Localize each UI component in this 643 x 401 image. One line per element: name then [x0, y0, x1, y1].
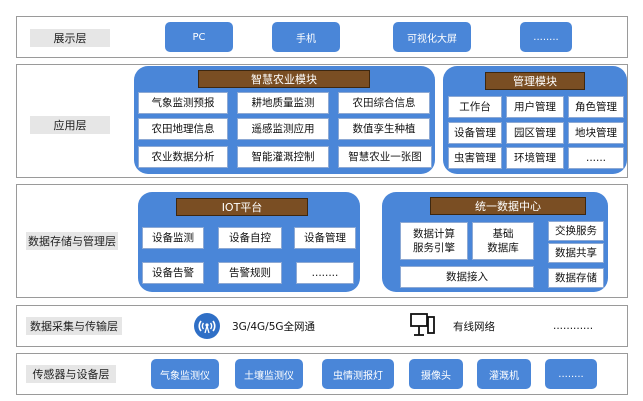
wired-network-icon — [409, 311, 437, 339]
management-cell: 设备管理 — [448, 122, 502, 144]
transport-more: ............ — [553, 320, 594, 332]
sensor-layer-label: 传感器与设备层 — [26, 365, 116, 383]
smart-agri-cell: 气象监测预报 — [138, 92, 228, 114]
data-compute-engine: 数据计算 服务引擎 — [400, 222, 468, 260]
management-title: 管理模块 — [485, 72, 585, 90]
wired-network-label: 有线网络 — [453, 320, 495, 333]
iot-cell: 设备告警 — [142, 262, 204, 284]
management-cell: ...... — [568, 147, 624, 169]
sensor-item: 摄像头 — [409, 359, 463, 389]
management-cell: 工作台 — [448, 96, 502, 118]
smart-agri-title: 智慧农业模块 — [198, 70, 370, 88]
smart-agri-cell: 智能灌溉控制 — [237, 146, 329, 168]
data-center-title: 统一数据中心 — [430, 197, 586, 215]
smart-agri-cell: 农业数据分析 — [138, 146, 228, 168]
sensor-item: 灌溉机 — [477, 359, 531, 389]
wireless-signal-icon — [193, 312, 221, 340]
sensor-item: 虫情测报灯 — [322, 359, 394, 389]
sensor-item: 土壤监测仪 — [235, 359, 303, 389]
management-cell: 园区管理 — [506, 122, 564, 144]
smart-agri-cell: 农田地理信息 — [138, 118, 228, 140]
exchange-service: 交换服务 — [548, 221, 604, 241]
iot-title: IOT平台 — [176, 198, 308, 216]
base-database: 基础 数据库 — [472, 222, 534, 260]
iot-cell: 设备管理 — [294, 227, 356, 249]
data-access: 数据接入 — [400, 266, 534, 288]
smart-agri-cell: 遥感监测应用 — [237, 118, 329, 140]
iot-cell: 设备监测 — [142, 227, 204, 249]
display-layer-label: 展示层 — [30, 29, 110, 47]
management-cell: 地块管理 — [568, 122, 624, 144]
iot-cell: 告警规则 — [218, 262, 282, 284]
management-cell: 角色管理 — [568, 96, 624, 118]
display-item-big-screen: 可视化大屏 — [393, 22, 471, 52]
transport-layer-label: 数据采集与传输层 — [26, 317, 122, 335]
display-item-pc: PC — [165, 22, 233, 52]
management-cell: 虫害管理 — [448, 147, 502, 169]
management-cell: 用户管理 — [506, 96, 564, 118]
iot-cell: ........ — [296, 262, 354, 284]
smart-agri-cell: 智慧农业一张图 — [338, 146, 432, 168]
sensor-item: ........ — [545, 359, 597, 389]
application-layer-label: 应用层 — [30, 116, 110, 134]
display-item-mobile: 手机 — [272, 22, 340, 52]
smart-agri-cell: 数值孪生种植 — [338, 118, 430, 140]
data-storage: 数据存储 — [548, 268, 604, 288]
iot-cell: 设备自控 — [218, 227, 282, 249]
display-item-more: ........ — [520, 22, 572, 52]
data-sharing: 数据共享 — [548, 243, 604, 263]
smart-agri-cell: 农田综合信息 — [338, 92, 430, 114]
sensor-item: 气象监测仪 — [151, 359, 219, 389]
smart-agri-cell: 耕地质量监测 — [237, 92, 329, 114]
network-label: 3G/4G/5G全网通 — [232, 320, 316, 333]
data-layer-label: 数据存储与管理层 — [26, 232, 118, 250]
management-cell: 环境管理 — [506, 147, 564, 169]
